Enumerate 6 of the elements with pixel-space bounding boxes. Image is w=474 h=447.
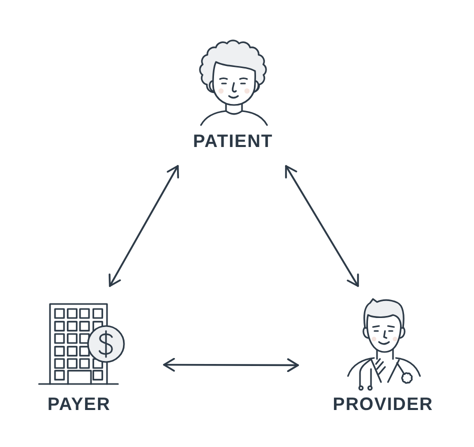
node-label: PAYER	[47, 395, 111, 413]
node-label: PATIENT	[193, 132, 273, 150]
node-label: PROVIDER	[332, 395, 434, 413]
double-arrow	[163, 358, 299, 372]
double-arrow	[108, 165, 179, 287]
double-arrow	[285, 165, 359, 287]
